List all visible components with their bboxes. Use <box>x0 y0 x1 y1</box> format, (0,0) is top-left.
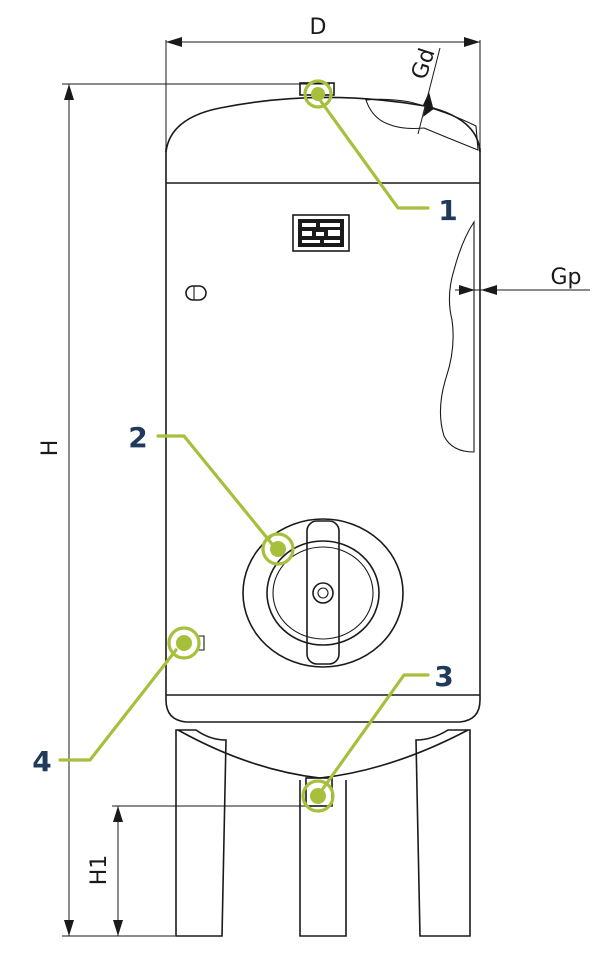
callout-3: 3 <box>301 660 454 813</box>
vessel-body <box>165 96 481 779</box>
callout-4-number: 4 <box>32 745 51 778</box>
head-cutaway <box>365 98 479 151</box>
callout-3-leader <box>320 673 430 792</box>
callout-2: 2 <box>128 421 295 566</box>
callout-1: 1 <box>303 79 458 227</box>
wall-cutaway <box>439 220 475 453</box>
low-side-connection <box>198 635 205 651</box>
callout-1-leader <box>318 98 430 210</box>
callout-3-marker <box>301 779 335 813</box>
callout-4-leader <box>58 648 178 762</box>
dimension-label-d: D <box>310 15 327 40</box>
callout-3-number: 3 <box>434 660 453 693</box>
support-legs <box>175 729 471 937</box>
callout-1-number: 1 <box>438 194 457 227</box>
dimension-label-h1: H1 <box>87 855 112 886</box>
callout-4: 4 <box>32 626 201 778</box>
name-plate <box>292 214 350 252</box>
callout-2-number: 2 <box>128 421 147 454</box>
callout-2-marker <box>261 532 295 566</box>
dimension-label-h: H <box>38 440 63 457</box>
callout-2-leader <box>156 434 274 546</box>
dimension-label-gp: Gp <box>550 265 581 290</box>
manhole <box>242 518 404 668</box>
callout-4-marker <box>167 626 201 660</box>
dimension-label-gd: Gd <box>407 45 440 82</box>
callout-1-marker <box>303 79 333 109</box>
side-connection <box>185 285 207 301</box>
dimension-lines <box>62 37 590 937</box>
